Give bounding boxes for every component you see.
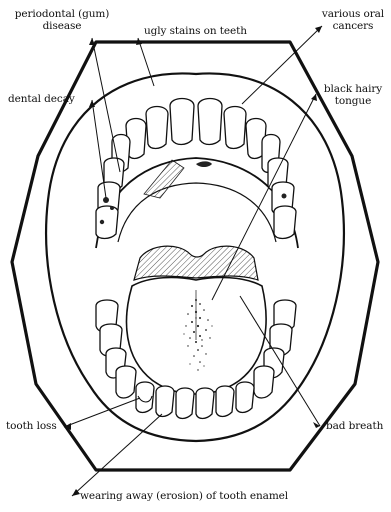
label-erosion: wearing away (erosion) of tooth enamel [80,490,288,502]
label-periodontal: periodontal (gum) disease [2,8,122,32]
palate-inner [118,183,276,242]
label-black-hairy-line2: tongue [318,95,388,107]
label-black-hairy: black hairy tongue [318,83,388,107]
throat [134,246,258,280]
palate-stain-small [196,161,212,167]
label-black-hairy-line1: black hairy [318,83,388,95]
label-periodontal-line1: periodontal (gum) [2,8,122,20]
leader-cancers [242,26,322,104]
label-dental-decay: dental decay [8,93,75,105]
label-tooth-loss: tooth loss [6,420,57,432]
leader-decay [92,100,106,198]
label-oral-cancers-line2: cancers [316,20,390,32]
leader-periodontal [92,38,120,172]
label-oral-cancers-line1: various oral [316,8,390,20]
label-oral-cancers: various oral cancers [316,8,390,32]
label-ugly-stains: ugly stains on teeth [144,25,247,37]
label-periodontal-line2: disease [2,20,122,32]
label-bad-breath: bad breath [326,420,383,432]
palate-stain [144,160,184,198]
